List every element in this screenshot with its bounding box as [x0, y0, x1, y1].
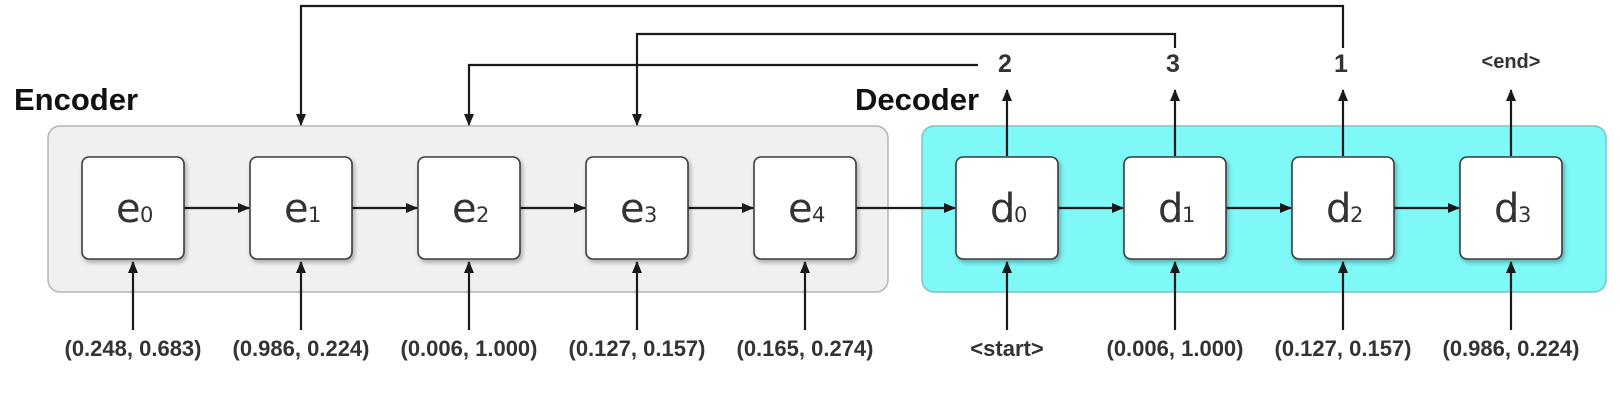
- encoder-node-subscript: 3: [644, 203, 657, 227]
- decoder-node-subscript: 1: [1182, 203, 1195, 227]
- encoder-input-label: (0.165, 0.274): [737, 336, 874, 361]
- encoder-node-box: [417, 156, 521, 260]
- decoder-node-box: [955, 156, 1059, 260]
- arrows-layer: [128, 4, 1516, 330]
- decoder-node-subscript: 3: [1518, 203, 1531, 227]
- encoder-node-box: [585, 156, 689, 260]
- labels-layer: (0.248, 0.683) (0.986, 0.224) (0.006, 1.00…: [65, 50, 1580, 361]
- decoder-node-box: [1459, 156, 1563, 260]
- decoder-node-label: d: [1326, 186, 1351, 232]
- decoder-input-label: <start>: [970, 336, 1043, 361]
- decoder-input-label: (0.006, 1.000): [1107, 336, 1244, 361]
- encoder-node-label: e: [452, 186, 477, 232]
- pointer-arrow: [632, 32, 1177, 126]
- decoder-node-label: d: [1494, 186, 1519, 232]
- encoder-node-label: e: [788, 186, 813, 232]
- decoder-output-label: <end>: [1482, 51, 1541, 73]
- decoder-node-0: d0: [955, 156, 1059, 260]
- encoder-node-box: [753, 156, 857, 260]
- encoder-node-subscript: 2: [476, 203, 489, 227]
- encoder-node-subscript: 4: [812, 203, 825, 227]
- decoder-node-subscript: 2: [1350, 203, 1363, 227]
- pointer-arrow: [296, 4, 1345, 126]
- decoder-output-label: 1: [1334, 50, 1348, 78]
- decoder-node-label: d: [990, 186, 1015, 232]
- encoder-input-label: (0.006, 1.000): [401, 336, 538, 361]
- encoder-node-box: [81, 156, 185, 260]
- encoder-title: Encoder: [14, 82, 138, 117]
- encoder-node-label: e: [620, 186, 645, 232]
- encoder-node-subscript: 0: [140, 203, 153, 227]
- decoder-input-label: (0.127, 0.157): [1275, 336, 1412, 361]
- encoder-node-label: e: [284, 186, 309, 232]
- encoder-input-label: (0.127, 0.157): [569, 336, 706, 361]
- decoder-node-1: d1: [1123, 156, 1227, 260]
- encoder-node-subscript: 1: [308, 203, 321, 227]
- encoder-node-label: e: [116, 186, 141, 232]
- encoder-node-box: [249, 156, 353, 260]
- pointer-arrow: [464, 63, 978, 126]
- decoder-input-label: (0.986, 0.224): [1443, 336, 1580, 361]
- decoder-node-label: d: [1158, 186, 1183, 232]
- encoder-input-label: (0.986, 0.224): [233, 336, 370, 361]
- decoder-node-3: d3: [1459, 156, 1563, 260]
- decoder-title: Decoder: [855, 82, 979, 117]
- decoder-node-box: [1123, 156, 1227, 260]
- decoder-output-label: 2: [998, 50, 1012, 78]
- decoder-node-2: d2: [1291, 156, 1395, 260]
- encoder-input-label: (0.248, 0.683): [65, 336, 202, 361]
- decoder-node-box: [1291, 156, 1395, 260]
- decoder-output-label: 3: [1166, 50, 1180, 78]
- decoder-node-subscript: 0: [1014, 203, 1027, 227]
